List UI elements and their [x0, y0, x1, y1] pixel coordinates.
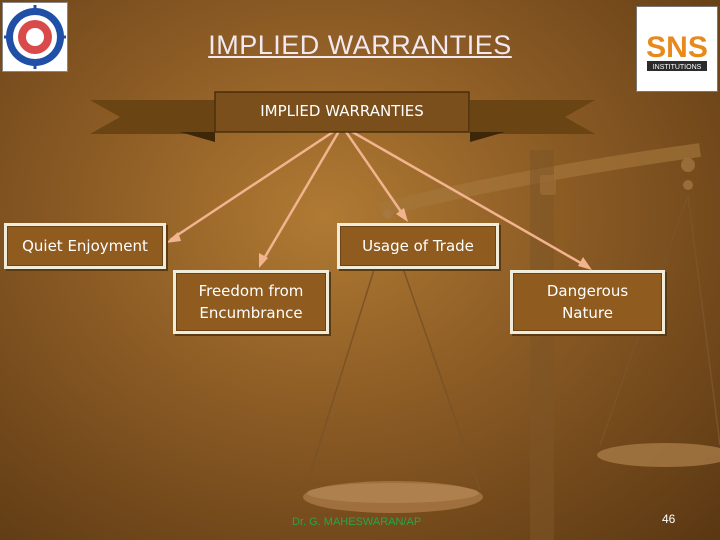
node-label-line-2: Encumbrance [199, 304, 303, 322]
node-label-line-2: Nature [562, 304, 613, 322]
node-label-line-1: Dangerous [546, 282, 629, 300]
node-label: Quiet Enjoyment [22, 237, 148, 255]
institution-seal-logo [2, 2, 68, 72]
node-usage-of-trade: Usage of Trade [337, 223, 499, 269]
slide-title: IMPLIED WARRANTIES [208, 30, 512, 60]
slide-footer-author: Dr. G. MAHESWARAN/AP [292, 516, 422, 528]
node-label: Usage of Trade [362, 237, 474, 255]
sns-logo-text: SNS [646, 31, 708, 64]
node-freedom-from-encumbrance: Freedom from Encumbrance [173, 270, 329, 334]
connector-arrows [169, 124, 587, 268]
root-node-label: IMPLIED WARRANTIES [260, 102, 424, 120]
node-quiet-enjoyment: Quiet Enjoyment [4, 223, 166, 269]
slide-page-number: 46 [662, 512, 676, 526]
root-banner [90, 91, 595, 142]
node-label-line-1: Freedom from [198, 282, 304, 300]
sns-logo-subtext: INSTITUTIONS [653, 64, 702, 71]
sns-institutions-logo: SNS INSTITUTIONS [636, 6, 718, 92]
node-dangerous-nature: Dangerous Nature [510, 270, 665, 334]
